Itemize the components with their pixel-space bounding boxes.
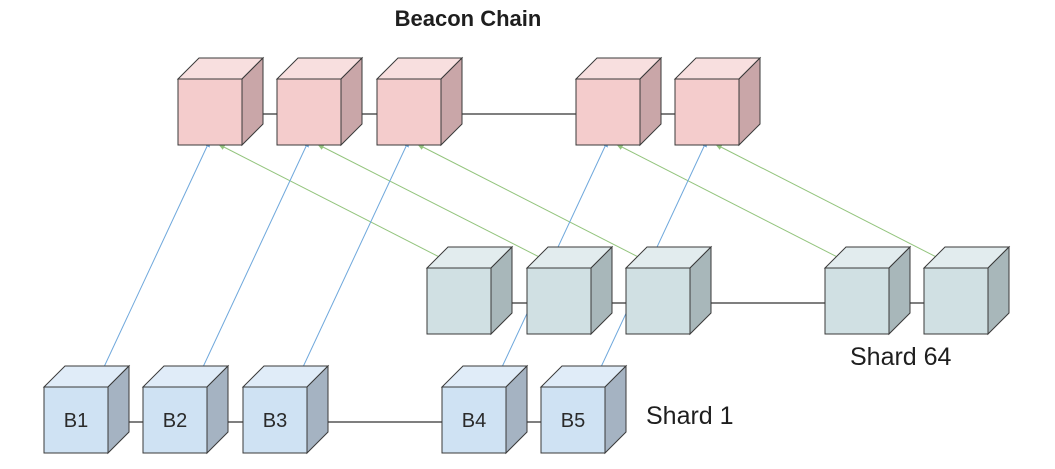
shard64-block-1-front-face xyxy=(426,267,492,335)
diagram-title: Beacon Chain xyxy=(394,6,542,31)
shard1-block-2-label: B2 xyxy=(163,410,187,432)
shard1-block-3-front-face xyxy=(242,386,308,454)
shard64-crosslink-2 xyxy=(316,143,556,266)
shard64-crosslink-4 xyxy=(615,143,854,266)
shard64-crosslink-5 xyxy=(714,143,953,266)
beacon-block-5 xyxy=(673,56,762,147)
shard1-block-3-label: B3 xyxy=(263,410,287,432)
shard1-block-5-label: B5 xyxy=(561,410,585,432)
shard1-block-4-label: B4 xyxy=(462,410,486,432)
shard64-block-1 xyxy=(425,245,514,336)
shard64-block-2 xyxy=(525,245,614,336)
beacon-block-5-front-face xyxy=(674,78,740,146)
shard1-block-4: B4 xyxy=(440,364,529,455)
shard64-crosslink-1 xyxy=(217,143,456,266)
beacon-block-1 xyxy=(176,56,265,147)
beacon-block-3-front-face xyxy=(376,78,442,146)
shard64-crosslink-3 xyxy=(416,143,655,266)
shard64-block-3-front-face xyxy=(625,267,691,335)
shard1-block-1-label: B1 xyxy=(64,410,88,432)
shard1-block-2-front-face xyxy=(142,386,208,454)
beacon-block-4 xyxy=(574,56,663,147)
shard1-block-5: B5 xyxy=(539,364,628,455)
beacon-block-2 xyxy=(275,56,364,147)
shard64-block-4 xyxy=(823,245,912,336)
beacon-block-2-front-face xyxy=(276,78,342,146)
shard64-block-3 xyxy=(624,245,713,336)
shard-64-label: Shard 64 xyxy=(850,343,952,371)
crosslink-layer xyxy=(96,139,953,383)
shard64-block-2-front-face xyxy=(526,267,592,335)
shard1-block-2: B2 xyxy=(141,364,230,455)
shard1-block-3: B3 xyxy=(241,364,330,455)
beacon-block-3 xyxy=(375,56,464,147)
shard64-block-4-front-face xyxy=(824,267,890,335)
shard1-crosslink-3 xyxy=(295,139,410,383)
shard1-block-1-front-face xyxy=(43,386,109,454)
shard1-block-1: B1 xyxy=(42,364,131,455)
shard1-block-4-front-face xyxy=(441,386,507,454)
shard1-crosslink-1 xyxy=(96,139,211,383)
shard64-block-5-front-face xyxy=(923,267,989,335)
shard1-block-5-front-face xyxy=(540,386,606,454)
shard-1-label: Shard 1 xyxy=(646,402,734,430)
shard64-block-5 xyxy=(922,245,1011,336)
blocks-layer: B1 B2 B3 B4 B5 xyxy=(42,56,1011,455)
beacon-block-1-front-face xyxy=(177,78,243,146)
beacon-block-4-front-face xyxy=(575,78,641,146)
shard1-crosslink-2 xyxy=(195,139,310,383)
